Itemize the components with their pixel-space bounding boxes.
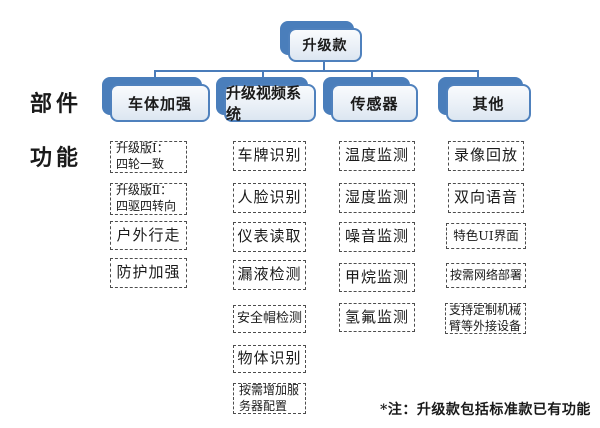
connector-drop-1: [154, 70, 156, 79]
feature-box: 车牌识别: [233, 141, 306, 171]
connector-drop-3: [371, 70, 373, 79]
feature-label: 臂等外接设备: [449, 318, 522, 333]
root-node-label: 升级款: [302, 38, 348, 54]
feature-box: 特色UI界面: [446, 223, 526, 249]
branch-node-box: 车体加强: [110, 84, 210, 122]
root-node-box: 升级款: [288, 28, 362, 62]
feature-box: 防护加强: [110, 258, 187, 288]
feature-box: 物体识别: [233, 345, 306, 373]
feature-label: 噪音监测: [344, 227, 409, 246]
footnote: *注：升级款包括标准款已有功能: [380, 402, 591, 418]
branch-node-body-reinforcement: 车体加强: [102, 77, 210, 122]
branch-node-label: 车体加强: [127, 94, 192, 113]
feature-label: 漏液检测: [237, 265, 302, 284]
feature-box: 双向语音: [448, 183, 524, 213]
feature-box: 湿度监测: [339, 183, 415, 213]
branch-node-label: 其他: [472, 94, 505, 113]
feature-box: 升级版Ⅰ： 四轮一致: [110, 141, 187, 173]
branch-node-video-system: 升级视频系统: [216, 77, 316, 123]
feature-label: 车牌识别: [237, 146, 302, 165]
connector-drop-2: [262, 70, 264, 79]
feature-label: 户外行走: [116, 225, 181, 244]
feature-label: 四驱四转向: [116, 199, 177, 213]
feature-label: 特色UI界面: [453, 227, 519, 243]
feature-label: 氢氟监测: [344, 307, 409, 326]
feature-label: 温度监测: [344, 146, 409, 165]
feature-label: 四轮一致: [116, 157, 165, 171]
feature-label: 按需增加服: [239, 382, 300, 397]
branch-node-label: 升级视频系统: [226, 84, 302, 123]
branch-node-box: 其他: [446, 84, 531, 122]
feature-label: 甲烷监测: [344, 267, 409, 286]
feature-box: 噪音监测: [339, 222, 415, 252]
feature-box: 人脸识别: [233, 183, 306, 213]
feature-label: 录像回放: [453, 146, 518, 165]
feature-label: 按需网络部署: [449, 267, 522, 282]
branch-node-label: 传感器: [350, 94, 399, 113]
feature-label: 务器配置: [239, 398, 288, 413]
feature-box: 支持定制机械 臂等外接设备: [445, 303, 526, 334]
branch-node-box: 升级视频系统: [224, 84, 316, 123]
feature-label: 升级版Ⅰ：: [116, 141, 169, 156]
feature-box: 仪表读取: [233, 222, 306, 252]
feature-box: 氢氟监测: [339, 303, 415, 332]
feature-box: 按需增加服 务器配置: [233, 383, 306, 414]
feature-label: 支持定制机械: [449, 302, 522, 317]
feature-box: 升级版Ⅱ： 四驱四转向: [110, 183, 187, 215]
row-label-functions: 功能: [30, 145, 83, 171]
feature-label: 物体识别: [237, 349, 302, 368]
feature-box: 按需网络部署: [446, 263, 526, 288]
root-node: 升级款: [280, 21, 362, 62]
row-label-parts: 部件: [30, 91, 83, 117]
feature-box: 漏液检测: [233, 260, 306, 290]
connector-horizontal: [154, 70, 479, 72]
branch-node-sensors: 传感器: [323, 77, 418, 122]
feature-label: 人脸识别: [237, 188, 302, 207]
branch-node-other: 其他: [438, 77, 531, 122]
branch-node-box: 传感器: [331, 84, 418, 122]
connector-drop-4: [477, 70, 479, 79]
feature-label: 湿度监测: [344, 188, 409, 207]
feature-box: 录像回放: [448, 141, 524, 171]
feature-box: 户外行走: [110, 221, 187, 250]
feature-label: 仪表读取: [237, 227, 302, 246]
feature-box: 温度监测: [339, 141, 415, 171]
feature-box: 安全帽检测: [233, 305, 306, 333]
connector-root-stem: [323, 62, 325, 71]
feature-box: 甲烷监测: [339, 263, 415, 292]
feature-label: 防护加强: [116, 263, 181, 282]
feature-label: 双向语音: [453, 188, 518, 207]
feature-label: 升级版Ⅱ：: [116, 183, 173, 198]
feature-label: 安全帽检测: [236, 310, 302, 326]
